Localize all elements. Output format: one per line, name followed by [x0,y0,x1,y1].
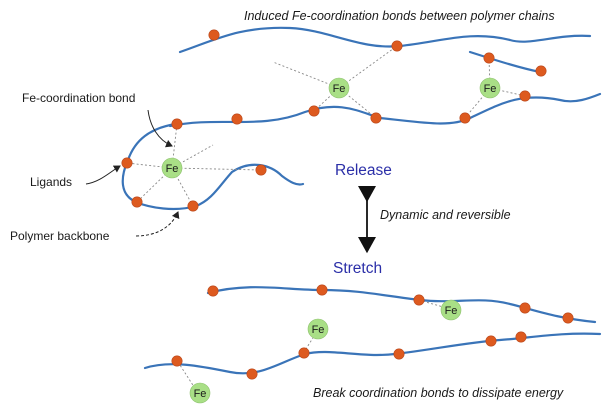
polymer-chain-upper [178,26,592,54]
svg-text:Fe: Fe [445,305,458,317]
ligand [519,90,531,102]
ligand [485,335,497,347]
top-network: Fe Fe Fe [121,26,602,212]
ligand [246,368,258,380]
ligand [562,312,574,324]
ligand [308,105,320,117]
transition-label: Dynamic and reversible [380,208,511,222]
svg-text:Fe: Fe [333,83,346,95]
ligand [316,284,328,296]
annotations: Fe-coordination bond Ligands Polymer bac… [10,91,180,243]
coordination-bonds [126,45,526,207]
label-fe-coordination-bond: Fe-coordination bond [22,91,135,105]
label-polymer-backbone: Polymer backbone [10,229,110,243]
pointer-arrow [85,165,121,185]
ligand-sites-stretched [171,284,574,380]
ligand [370,112,382,124]
label-ligands: Ligands [30,175,72,189]
polymer-chain-left-loop [121,122,305,211]
ligand [298,347,310,359]
ligand [535,65,547,77]
svg-text:Fe: Fe [166,163,179,175]
fe-center-middle: Fe [328,77,350,99]
ligand [121,157,133,169]
ligand [519,302,531,314]
ligand [393,348,405,360]
stretch-label: Stretch [333,260,382,277]
ligand [391,40,403,52]
ligand [255,164,267,176]
bottom-network: Fe Fe Fe [143,284,602,404]
ligand [171,355,183,367]
svg-text:Fe: Fe [194,388,207,400]
stretched-chain-upper [206,286,597,324]
ligand [459,112,471,124]
free-fe-ion: Fe [440,299,462,321]
ligand [231,113,243,125]
fe-center-right: Fe [479,77,501,99]
ligand [413,294,425,306]
bottom-title: Break coordination bonds to dissipate en… [313,386,564,400]
state-transition: Release Stretch Dynamic and reversible [333,162,511,277]
ligand [131,196,143,208]
ligand [207,285,219,297]
ligand [515,331,527,343]
fe-center-left: Fe [161,157,183,179]
svg-text:Fe: Fe [312,324,325,336]
pointer-arrow [147,109,173,148]
free-fe-ion: Fe [189,382,211,404]
ligand [483,52,495,64]
svg-text:Fe: Fe [484,83,497,95]
free-fe-ion: Fe [307,318,329,340]
pointer-arrow [135,211,180,237]
polymer-chain-upper-tail [468,50,542,74]
ligand [208,29,220,41]
ligand-sites [121,29,547,212]
top-title: Induced Fe-coordination bonds between po… [244,9,555,23]
ligand [171,118,183,130]
ligand [187,200,199,212]
stretched-chain-lower [143,332,602,375]
polymer-chain-middle [168,92,602,128]
release-label: Release [335,162,392,179]
